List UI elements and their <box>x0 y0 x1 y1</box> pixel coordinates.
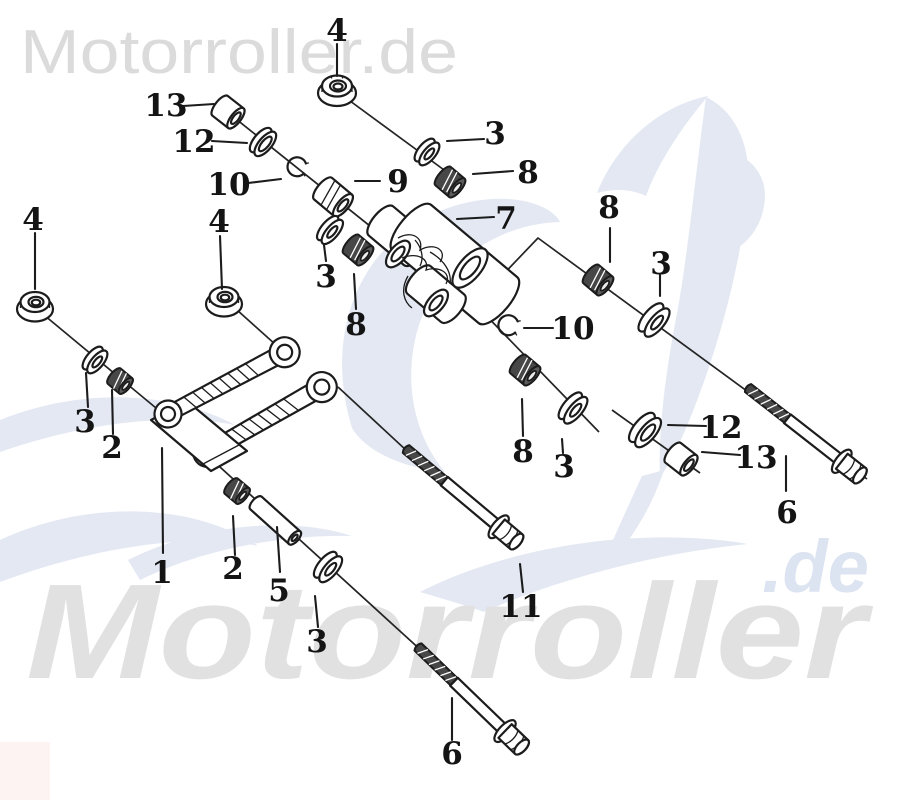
callout-label-8: 8 <box>345 307 367 343</box>
part-11-flange-bolt <box>401 444 525 551</box>
callout-label-3: 3 <box>484 116 506 152</box>
bottom-watermark-tld: .de <box>762 525 869 608</box>
callout-label-1: 1 <box>151 555 173 591</box>
part-3-washer-right <box>637 302 671 338</box>
part-3-washer-bracket <box>315 214 345 246</box>
callout-leader-lines <box>33 42 788 742</box>
callout-label-12: 12 <box>699 410 742 446</box>
part-8-spacer-center <box>508 353 542 387</box>
part-10-circlip-left <box>286 156 309 178</box>
callout-label-5: 5 <box>268 573 290 609</box>
callout-label-7: 7 <box>495 201 517 237</box>
part-4-flange-nut-top <box>316 74 358 108</box>
part-3-washer-topright <box>413 137 441 167</box>
part-1-linkage <box>149 336 338 473</box>
callout-label-3: 3 <box>553 449 575 485</box>
callout-label-6: 6 <box>441 736 463 772</box>
part-13-bushing-right <box>663 441 699 477</box>
part-2-nut-bottom <box>223 477 251 505</box>
part-8-spacer-right <box>581 263 615 297</box>
callout-label-3: 3 <box>650 246 672 282</box>
callout-label-2: 2 <box>101 430 123 466</box>
part-2-nut-left <box>106 367 134 395</box>
part-13-bushing-left <box>210 94 246 130</box>
callout-label-3: 3 <box>74 404 96 440</box>
part-4-flange-nut-middle <box>204 285 244 318</box>
callout-label-8: 8 <box>512 434 534 470</box>
callout-label-6: 6 <box>776 495 798 531</box>
callout-label-9: 9 <box>387 164 409 200</box>
part-5-sleeve <box>248 495 303 546</box>
part-12-washer-left <box>248 126 278 158</box>
callout-label-12: 12 <box>172 124 215 160</box>
part-8-spacer-topright <box>433 165 467 199</box>
callout-label-8: 8 <box>598 190 620 226</box>
callout-label-10: 10 <box>207 167 250 203</box>
callout-label-8: 8 <box>517 155 539 191</box>
callout-label-4: 4 <box>22 202 44 238</box>
callout-label-11: 11 <box>499 589 542 625</box>
callout-label-2: 2 <box>222 551 244 587</box>
part-4-flange-nut-left <box>15 290 55 323</box>
logo-swirl-watermark <box>0 96 765 612</box>
callout-label-13: 13 <box>144 88 187 124</box>
corner-pink-patch <box>0 742 50 800</box>
part-8-spacer-bracket <box>341 233 375 267</box>
callout-label-13: 13 <box>734 440 777 476</box>
part-3-washer-bottom <box>312 550 344 584</box>
part-10-circlip-right <box>497 314 521 337</box>
callout-label-10: 10 <box>551 311 594 347</box>
part-6-flange-bolt-bottom <box>413 642 531 756</box>
callout-label-4: 4 <box>326 13 348 49</box>
part-9-bushing <box>312 176 354 218</box>
part-6-flange-bolt-right <box>743 383 868 485</box>
callout-label-4: 4 <box>208 204 230 240</box>
callout-label-3: 3 <box>315 259 337 295</box>
callout-label-3: 3 <box>306 624 328 660</box>
part-12-washer-right <box>627 411 663 449</box>
top-watermark-text: Motorroller.de <box>20 18 458 87</box>
part-3-washer-left <box>81 345 109 375</box>
part-3-washer-center <box>557 391 589 425</box>
part-7-engine-bracket <box>366 202 521 326</box>
